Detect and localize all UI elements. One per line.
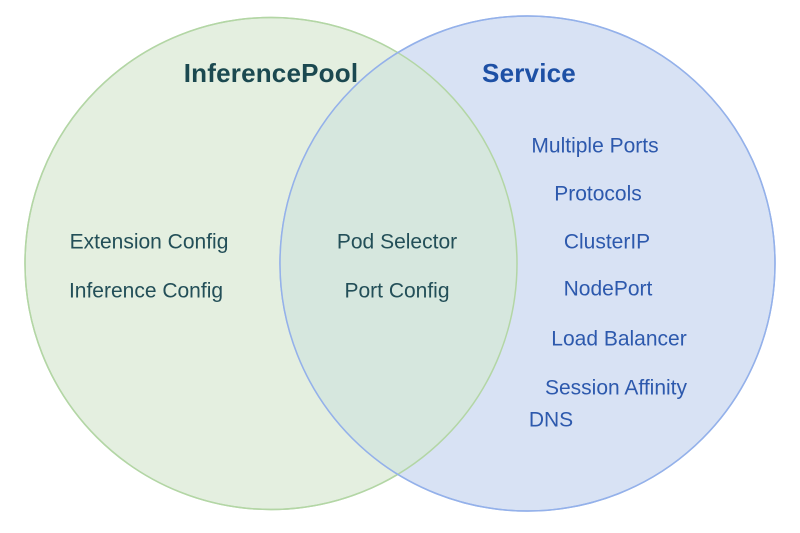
right-item-nodeport: NodePort — [563, 277, 653, 301]
right-item-session-affinity: Session Affinity — [544, 376, 688, 400]
overlap-item-pod-selector: Pod Selector — [336, 230, 458, 254]
inferencepool-circle-outline — [24, 16, 518, 511]
right-item-protocols: Protocols — [554, 182, 642, 206]
left-item-extension-config: Extension Config — [69, 230, 229, 254]
inferencepool-title: InferencePool — [183, 58, 359, 88]
right-item-multiple-ports: Multiple Ports — [531, 134, 659, 158]
service-title: Service — [482, 58, 576, 88]
left-item-inference-config: Inference Config — [68, 279, 224, 303]
right-item-dns: DNS — [528, 408, 574, 432]
right-item-load-balancer: Load Balancer — [551, 327, 687, 351]
overlap-item-port-config: Port Config — [344, 279, 450, 303]
right-item-clusterip: ClusterIP — [563, 230, 651, 254]
overlap-lens — [279, 52, 517, 475]
service-circle-outline — [279, 15, 776, 512]
